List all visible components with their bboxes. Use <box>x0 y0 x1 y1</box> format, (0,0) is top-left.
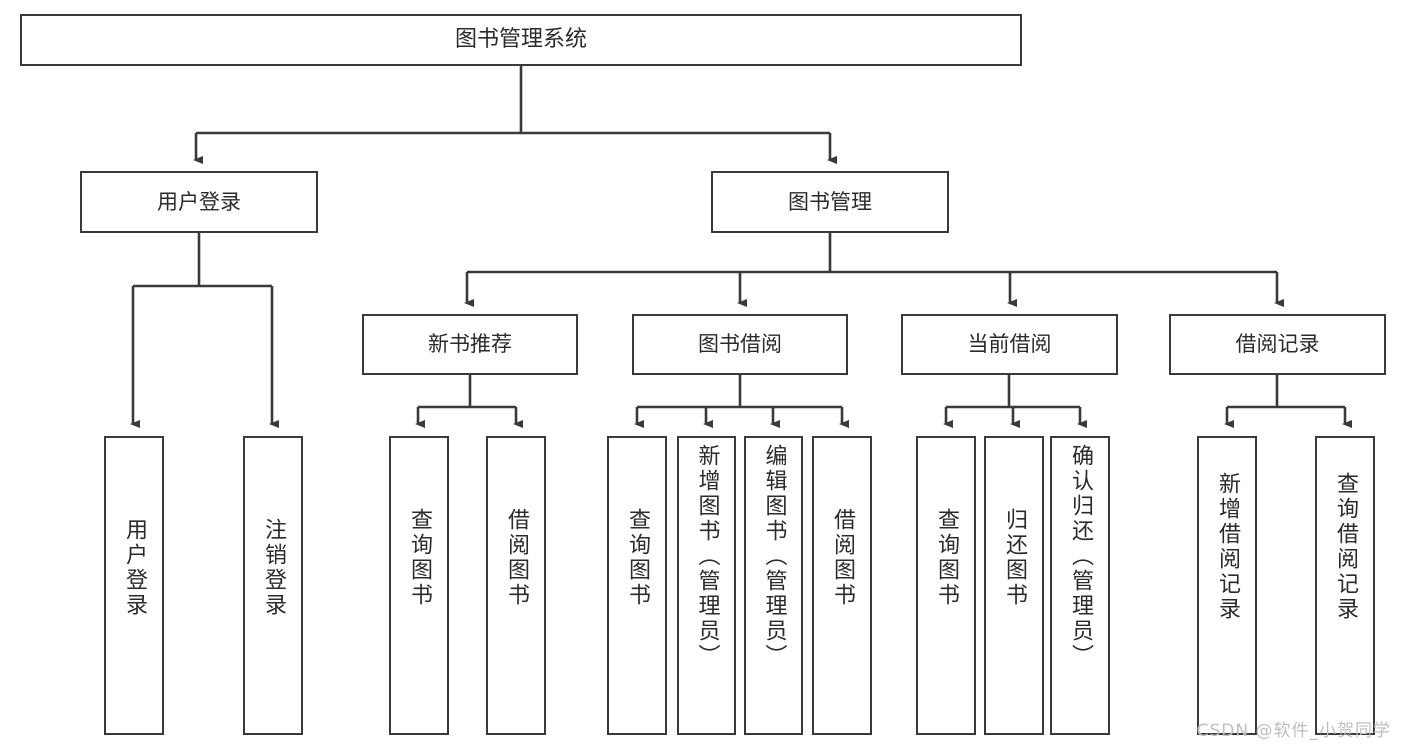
node-user-login-label: 用户登录 <box>157 189 241 214</box>
leaf-book-borrow-add[interactable]: 新增图书（管理员） <box>677 436 736 735</box>
leaf-new-book-query[interactable]: 查询图书 <box>389 436 449 735</box>
leaf-user-login-login-label: 用户登录 <box>122 518 147 618</box>
leaf-book-borrow-query[interactable]: 查询图书 <box>607 436 667 735</box>
leaf-borrow-record-query[interactable]: 查询借阅记录 <box>1315 436 1375 735</box>
watermark: CSDN @软件_小贺同学 <box>1196 721 1391 741</box>
node-current-borrow[interactable]: 当前借阅 <box>901 314 1118 375</box>
node-book-borrow-label: 图书借阅 <box>698 332 782 357</box>
leaf-current-borrow-return[interactable]: 归还图书 <box>984 436 1044 735</box>
leaf-new-book-borrow-label: 借阅图书 <box>504 508 529 608</box>
node-root-label: 图书管理系统 <box>454 27 587 53</box>
leaf-book-borrow-borrow[interactable]: 借阅图书 <box>812 436 872 735</box>
leaf-current-borrow-query-label: 查询图书 <box>934 508 959 608</box>
leaf-current-borrow-confirm[interactable]: 确认归还（管理员） <box>1050 436 1110 735</box>
node-book-borrow[interactable]: 图书借阅 <box>632 314 848 375</box>
node-borrow-record[interactable]: 借阅记录 <box>1169 314 1386 375</box>
leaf-user-login-logout-label: 注销登录 <box>261 518 286 618</box>
leaf-book-borrow-add-label: 新增图书（管理员） <box>694 444 720 669</box>
node-user-login[interactable]: 用户登录 <box>80 171 318 233</box>
leaf-user-login-login[interactable]: 用户登录 <box>104 436 164 735</box>
leaf-user-login-logout[interactable]: 注销登录 <box>243 436 303 735</box>
leaf-book-borrow-edit[interactable]: 编辑图书（管理员） <box>744 436 803 735</box>
node-new-book-recommend[interactable]: 新书推荐 <box>362 314 578 375</box>
leaf-new-book-borrow[interactable]: 借阅图书 <box>486 436 546 735</box>
leaf-borrow-record-add-label: 新增借阅记录 <box>1215 472 1240 622</box>
leaf-current-borrow-confirm-label: 确认归还（管理员） <box>1068 444 1093 669</box>
node-book-management-label: 图书管理 <box>788 189 872 214</box>
leaf-book-borrow-edit-label: 编辑图书（管理员） <box>761 444 787 669</box>
leaf-book-borrow-borrow-label: 借阅图书 <box>830 508 855 608</box>
leaf-new-book-query-label: 查询图书 <box>407 508 432 608</box>
node-root[interactable]: 图书管理系统 <box>20 14 1022 66</box>
leaf-borrow-record-add[interactable]: 新增借阅记录 <box>1197 436 1257 735</box>
leaf-borrow-record-query-label: 查询借阅记录 <box>1333 472 1358 622</box>
node-new-book-recommend-label: 新书推荐 <box>428 332 512 357</box>
node-book-management[interactable]: 图书管理 <box>711 171 949 233</box>
node-borrow-record-label: 借阅记录 <box>1235 332 1320 357</box>
leaf-current-borrow-return-label: 归还图书 <box>1002 508 1027 608</box>
node-current-borrow-label: 当前借阅 <box>967 332 1052 357</box>
leaf-book-borrow-query-label: 查询图书 <box>625 508 650 608</box>
leaf-current-borrow-query[interactable]: 查询图书 <box>916 436 976 735</box>
